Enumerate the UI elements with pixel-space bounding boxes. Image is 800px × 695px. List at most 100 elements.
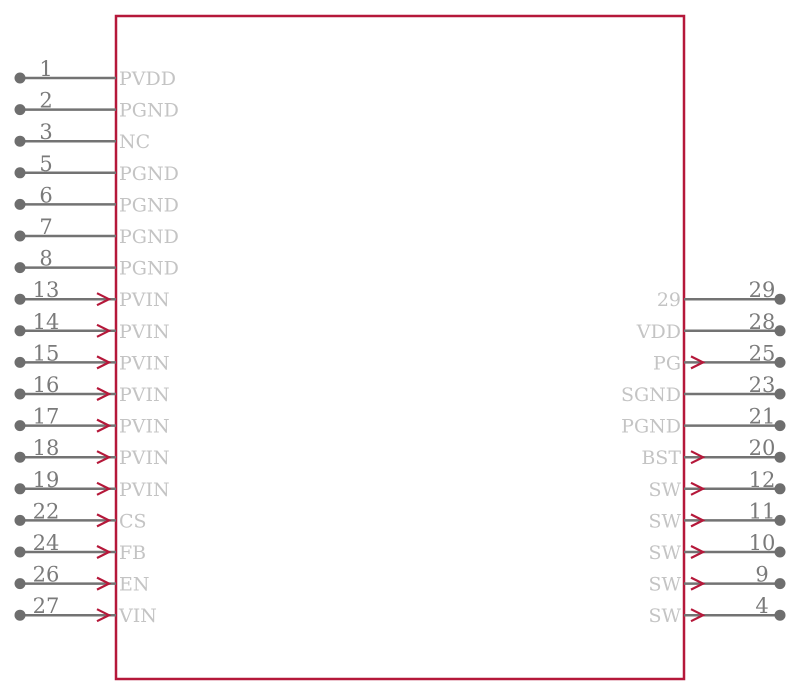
pin-number: 3 — [39, 120, 52, 144]
input-arrow — [96, 481, 112, 496]
pin-terminal-dot — [774, 483, 786, 495]
pin-number: 27 — [33, 594, 60, 618]
pin-terminal-dot — [14, 135, 26, 147]
pin-name: PVIN — [119, 352, 170, 374]
pin-name: PGND — [119, 226, 179, 248]
pin-number: 17 — [33, 405, 60, 429]
pin-number: 7 — [39, 215, 52, 239]
pin-number: 29 — [749, 278, 776, 302]
pin-terminal-dot — [774, 578, 786, 590]
pin-name: SW — [648, 510, 681, 532]
pin-number: 11 — [749, 499, 776, 523]
output-arrow — [690, 545, 706, 559]
pin-terminal-dot — [14, 388, 26, 400]
pin-number: 19 — [33, 468, 60, 492]
pin-terminal-dot — [774, 420, 786, 432]
left-pin-24: 24 FB — [14, 531, 146, 564]
pin-terminal-dot — [774, 546, 786, 558]
pin-number: 12 — [749, 468, 776, 492]
pin-terminal-dot — [774, 451, 786, 463]
pin-terminal-dot — [774, 325, 786, 337]
pin-number: 9 — [755, 563, 768, 587]
pin-number: 1 — [39, 57, 52, 81]
pin-number: 5 — [39, 152, 52, 176]
pin-terminal-dot — [14, 167, 26, 179]
input-arrow — [96, 513, 112, 528]
pin-name: VIN — [118, 605, 157, 627]
pin-terminal-dot — [14, 72, 26, 84]
pin-number: 24 — [33, 531, 60, 555]
pin-name: SGND — [621, 384, 681, 406]
pin-name: BST — [641, 447, 681, 469]
left-pin-22: 22 CS — [14, 499, 147, 532]
output-arrow — [690, 576, 706, 591]
pin-terminal-dot — [14, 356, 26, 368]
pin-terminal-dot — [14, 546, 26, 558]
pin-terminal-dot — [774, 514, 786, 526]
pin-number: 10 — [749, 531, 776, 555]
pin-name: PVIN — [119, 289, 170, 311]
pin-terminal-dot — [774, 293, 786, 305]
output-arrow — [690, 608, 706, 623]
pin-terminal-dot — [14, 483, 26, 495]
pin-number: 18 — [33, 436, 60, 460]
right-pin-9: 9SW — [648, 563, 786, 596]
output-arrow — [690, 355, 706, 370]
input-arrow — [96, 608, 112, 623]
pin-number: 14 — [33, 310, 60, 334]
pin-name: FB — [119, 542, 146, 564]
left-pin-18: 18 PVIN — [14, 436, 170, 469]
output-arrow — [690, 450, 706, 465]
input-arrow — [96, 450, 112, 465]
left-pin-26: 26 EN — [14, 563, 150, 596]
left-pin-7: 7 PGND — [14, 215, 179, 248]
pin-number: 26 — [33, 563, 60, 587]
pin-name: PVIN — [119, 447, 170, 469]
pin-terminal-dot — [774, 356, 786, 368]
pin-number: 20 — [749, 436, 776, 460]
pin-name: SW — [648, 479, 681, 501]
input-arrow — [96, 576, 112, 591]
right-pin-23: 23 SGND — [621, 373, 786, 406]
component-body-outline — [114, 14, 686, 681]
pin-number: 23 — [749, 373, 776, 397]
left-pin-27: 27 VIN — [14, 594, 157, 627]
pin-name: CS — [119, 510, 147, 532]
input-arrow — [96, 545, 112, 559]
pin-number: 6 — [39, 183, 52, 207]
pin-name: PG — [653, 352, 681, 374]
pin-terminal-dot — [14, 578, 26, 590]
pin-name: PVIN — [119, 479, 170, 501]
pin-number: 21 — [749, 405, 776, 429]
pin-terminal-dot — [774, 609, 786, 621]
pin-terminal-dot — [14, 451, 26, 463]
left-pin-6: 6 PGND — [14, 183, 179, 216]
pin-terminal-dot — [14, 104, 26, 116]
pin-name: PGND — [119, 194, 179, 216]
pin-name: EN — [119, 574, 150, 596]
pin-terminal-dot — [14, 262, 26, 274]
left-pin-17: 17 PVIN — [14, 405, 170, 438]
input-arrow — [96, 387, 112, 401]
pin-name: VDD — [636, 321, 681, 343]
pin-terminal-dot — [14, 230, 26, 242]
right-pin-12: 12 SW — [648, 468, 786, 501]
pin-name: PGND — [119, 258, 179, 280]
pin-terminal-dot — [14, 514, 26, 526]
right-pin-20: 20 BST — [641, 436, 786, 469]
pin-number: 22 — [33, 499, 60, 523]
pin-name: PVIN — [119, 416, 170, 438]
